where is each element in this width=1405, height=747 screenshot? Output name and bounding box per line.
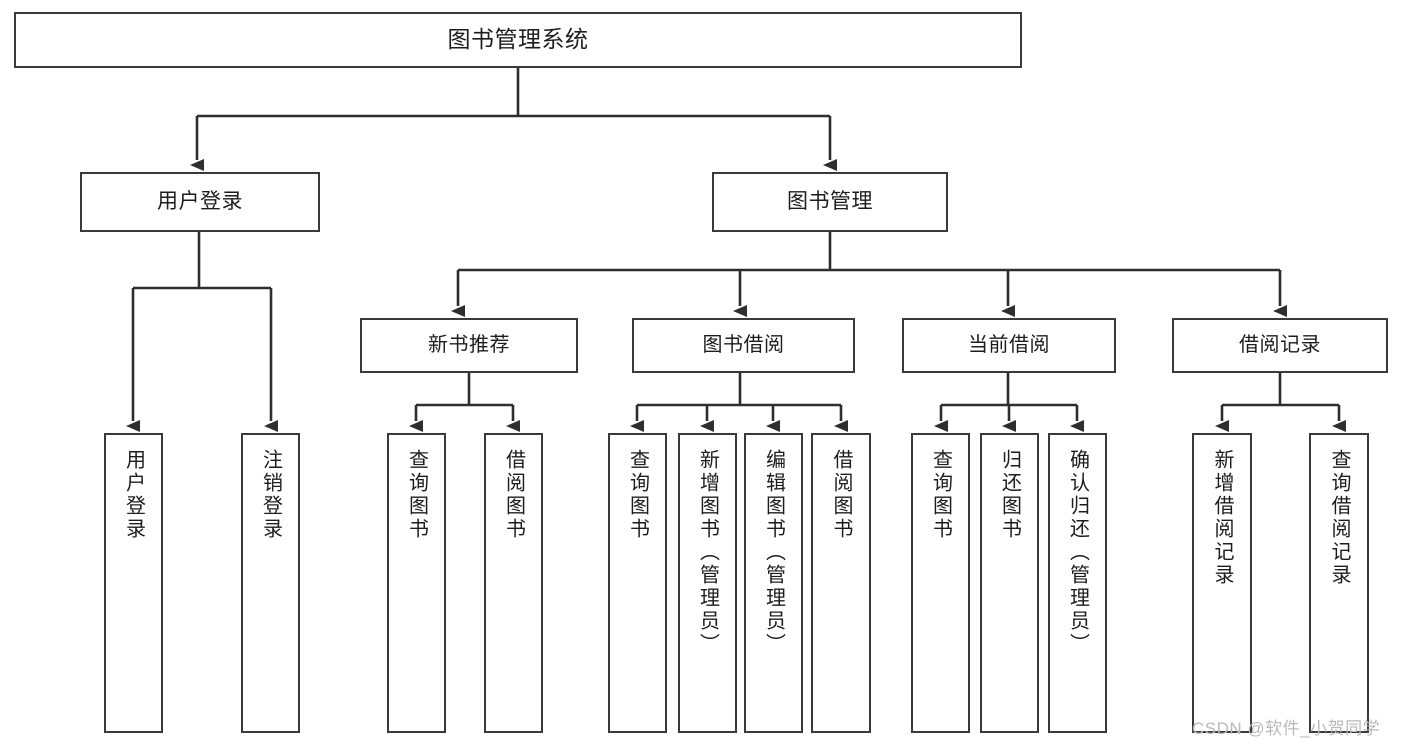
node-book-borrow[interactable]: 图书借阅 [632,318,855,373]
watermark: CSDN @软件_小贺同学 [1192,719,1381,738]
node-book-manage-label: 图书管理 [787,190,873,214]
node-user-login-label: 用户登录 [157,190,243,214]
node-leaf-add-record[interactable]: 新增借阅记录 [1192,433,1252,733]
node-leaf-return-book-label: 归还图书 [998,449,1021,541]
node-root[interactable]: 图书管理系统 [14,12,1022,68]
node-borrow-record-label: 借阅记录 [1239,334,1321,357]
node-leaf-query-book-2[interactable]: 查询图书 [608,433,667,733]
node-leaf-edit-book-label: 编辑图书（管理员） [762,449,785,656]
node-leaf-query-book-3-label: 查询图书 [929,449,952,541]
node-leaf-confirm-return[interactable]: 确认归还（管理员） [1048,433,1107,733]
node-leaf-borrow-book-2-label: 借阅图书 [830,449,852,541]
node-leaf-logout-label: 注销登录 [259,449,282,541]
node-leaf-query-book-1-label: 查询图书 [405,449,428,541]
node-new-book-rec[interactable]: 新书推荐 [360,318,578,373]
node-leaf-user-login-label: 用户登录 [122,449,145,541]
node-book-borrow-label: 图书借阅 [702,334,785,357]
node-leaf-add-book[interactable]: 新增图书（管理员） [678,433,737,733]
node-leaf-query-record[interactable]: 查询借阅记录 [1309,433,1369,733]
node-user-login[interactable]: 用户登录 [80,172,320,232]
node-leaf-edit-book[interactable]: 编辑图书（管理员） [744,433,803,733]
node-leaf-confirm-return-label: 确认归还（管理员） [1066,449,1089,656]
node-leaf-add-record-label: 新增借阅记录 [1211,449,1233,587]
node-leaf-user-login[interactable]: 用户登录 [104,433,163,733]
node-leaf-borrow-book-2[interactable]: 借阅图书 [811,433,871,733]
node-current-borrow[interactable]: 当前借阅 [902,318,1116,373]
node-borrow-record[interactable]: 借阅记录 [1172,318,1388,373]
node-leaf-return-book[interactable]: 归还图书 [980,433,1039,733]
node-current-borrow-label: 当前借阅 [968,334,1050,357]
node-leaf-add-book-label: 新增图书（管理员） [696,449,719,656]
node-leaf-logout[interactable]: 注销登录 [241,433,300,733]
node-root-label: 图书管理系统 [447,26,589,53]
node-leaf-borrow-book-1-label: 借阅图书 [502,449,525,541]
node-leaf-query-book-1[interactable]: 查询图书 [387,433,446,733]
node-leaf-query-book-2-label: 查询图书 [626,449,649,541]
node-leaf-query-record-label: 查询借阅记录 [1328,449,1350,587]
node-new-book-rec-label: 新书推荐 [428,334,510,357]
node-leaf-borrow-book-1[interactable]: 借阅图书 [484,433,543,733]
node-leaf-query-book-3[interactable]: 查询图书 [911,433,970,733]
node-book-manage[interactable]: 图书管理 [712,172,948,232]
